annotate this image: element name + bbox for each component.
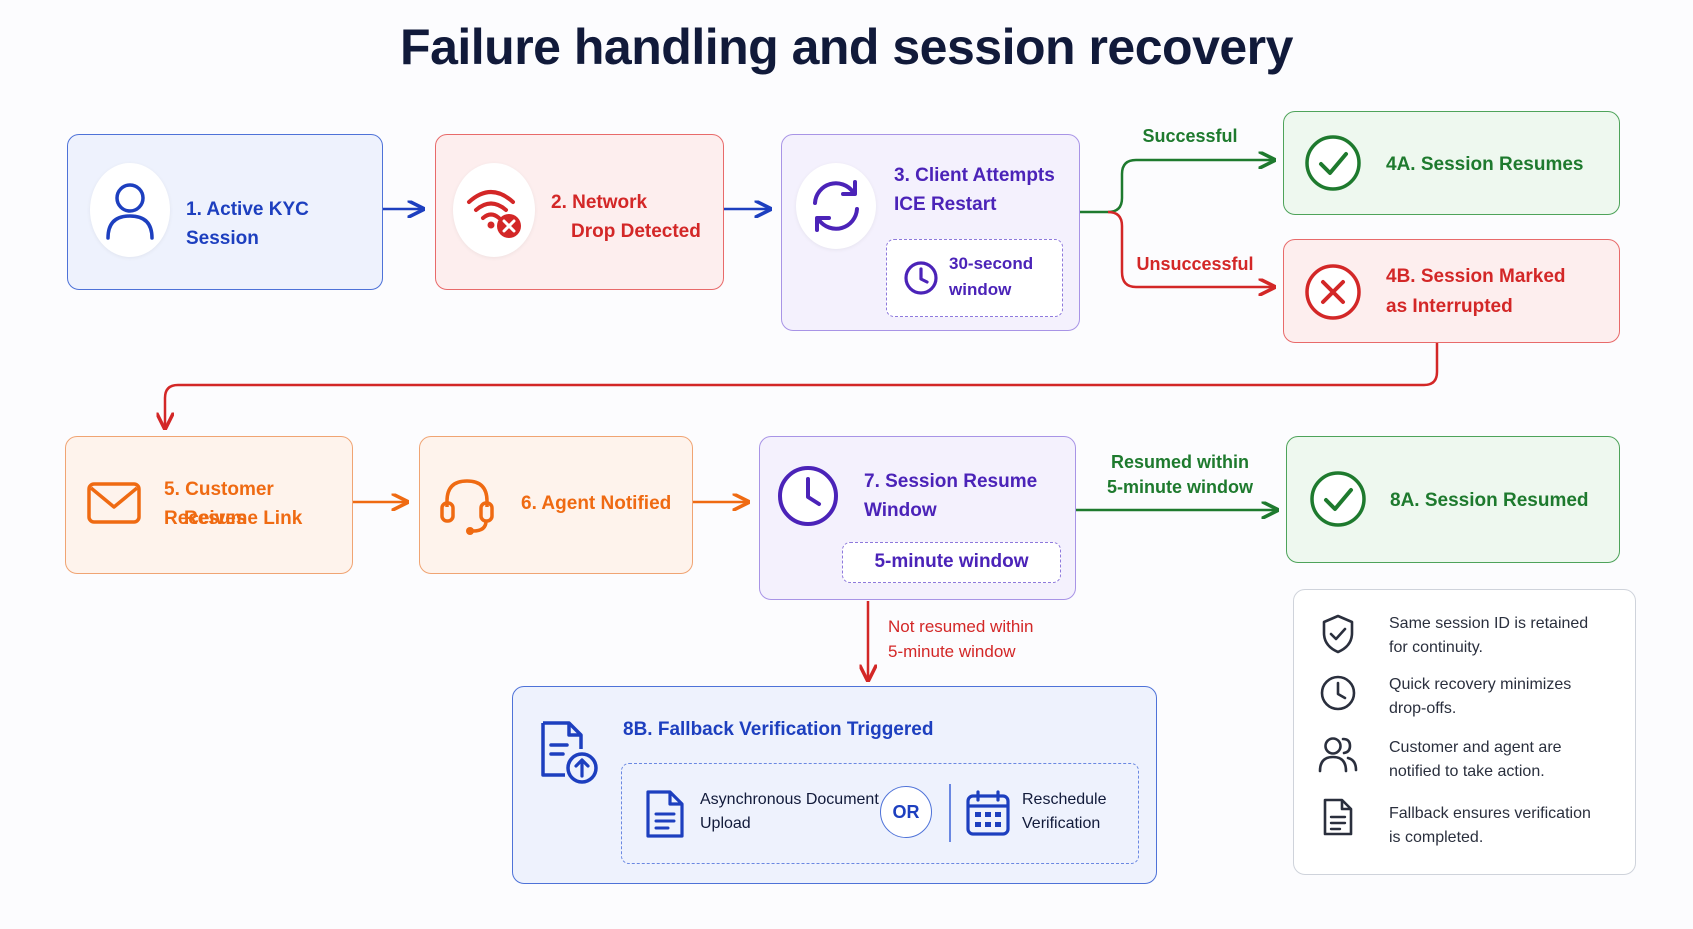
x-circle-icon xyxy=(1302,261,1364,323)
note-2-line1: Quick recovery minimizes xyxy=(1389,676,1572,693)
option1-line1: Asynchronous Document xyxy=(700,791,879,808)
node-label-line1: 7. Session Resume xyxy=(864,471,1038,492)
note-3-line2: notified to take action. xyxy=(1389,763,1545,780)
node-fallback-verification: 8B. Fallback Verification Triggered Asyn… xyxy=(512,686,1157,884)
note-4-line1: Fallback ensures verification xyxy=(1389,805,1591,822)
edge-label-resumed: Resumed within 5-minute window xyxy=(1095,450,1265,500)
window-label-line2: window xyxy=(949,280,1012,299)
window-label-line1: 30-second xyxy=(949,254,1034,273)
node-session-resumes: 4A. Session Resumes xyxy=(1283,111,1620,215)
edge-label-unsuccessful: Unsuccessful xyxy=(1136,254,1254,274)
wifi-off-icon xyxy=(453,163,535,257)
node-label: 4A. Session Resumes xyxy=(1386,154,1584,175)
diagram-title: Failure handling and session recovery xyxy=(400,19,1293,75)
shield-check-icon xyxy=(1318,612,1358,656)
edge-label-resumed-line2: 5-minute window xyxy=(1107,477,1253,497)
edge-label-not-resumed-line1: Not resumed within xyxy=(888,617,1034,636)
edge-label-resumed-line1: Resumed within xyxy=(1110,452,1249,472)
mail-icon xyxy=(81,475,147,531)
node-label-line1: 3. Client Attempts xyxy=(894,165,1055,186)
node-client-ice-restart: 3. Client Attempts ICE Restart 30-second… xyxy=(781,134,1080,331)
node-label-line2: as Interrupted xyxy=(1386,296,1513,317)
note-1-line2: for continuity. xyxy=(1389,639,1483,656)
edge-label-not-resumed-line2: 5-minute window xyxy=(888,642,1016,661)
note-1-line1: Same session ID is retained xyxy=(1389,615,1589,632)
ice-restart-window: 30-second window xyxy=(886,239,1063,317)
note-3-line1: Customer and agent are xyxy=(1389,739,1562,756)
user-icon xyxy=(90,163,170,257)
node-network-drop-detected: 2. Network Drop Detected xyxy=(435,134,724,290)
node-label-line1: 5. Customer Receives xyxy=(164,479,274,529)
edge-4b-5 xyxy=(165,342,1439,428)
node-label-line2: Drop Detected xyxy=(571,221,701,242)
or-label: OR xyxy=(892,801,920,822)
node-label-line2: ICE Restart xyxy=(894,194,997,215)
option2-line2: Verification xyxy=(1022,815,1101,832)
node-label-line1: 4B. Session Marked xyxy=(1386,266,1566,287)
resume-window-badge: 5-minute window xyxy=(842,542,1061,583)
document-icon xyxy=(1320,796,1356,838)
edge-label-successful: Successful xyxy=(1142,126,1238,146)
fallback-options: Asynchronous Document Upload OR Reschedu… xyxy=(621,763,1139,864)
node-label: 8A. Session Resumed xyxy=(1390,490,1589,511)
document-icon xyxy=(642,788,688,840)
option2-line1: Reschedule xyxy=(1022,791,1107,808)
node-session-resumed: 8A. Session Resumed xyxy=(1286,436,1620,563)
node-label: 1. Active KYC Session xyxy=(186,199,309,249)
options-separator xyxy=(949,784,951,842)
node-customer-resume-link: 5. Customer Receives Resume Link xyxy=(65,436,353,574)
edge-3-4a xyxy=(1080,160,1274,214)
node-label: 6. Agent Notified xyxy=(521,493,672,514)
users-icon xyxy=(1316,733,1360,775)
document-upload-icon xyxy=(535,717,601,787)
resume-window-label: 5-minute window xyxy=(874,551,1029,572)
node-label: 8B. Fallback Verification Triggered xyxy=(623,719,934,740)
clock-icon xyxy=(775,463,841,529)
node-agent-notified: 6. Agent Notified xyxy=(419,436,693,574)
node-label-line1: 2. Network xyxy=(551,192,648,213)
note-2-line2: drop-offs. xyxy=(1389,700,1457,717)
calendar-icon xyxy=(964,788,1012,838)
refresh-icon xyxy=(796,163,876,249)
node-session-resume-window: 7. Session Resume Window 5-minute window xyxy=(759,436,1076,600)
clock-icon xyxy=(1318,672,1358,714)
edge-3-4b xyxy=(1107,210,1274,287)
notes-panel: Same session ID is retained for continui… xyxy=(1293,589,1636,875)
node-label-line2: Window xyxy=(864,500,937,521)
node-session-interrupted: 4B. Session Marked as Interrupted xyxy=(1283,239,1620,343)
clock-icon xyxy=(901,258,941,298)
edge-label-not-resumed: Not resumed within 5-minute window xyxy=(888,614,1068,664)
or-divider: OR xyxy=(880,786,932,838)
node-label-line2: Resume Link xyxy=(184,508,303,529)
option1-line2: Upload xyxy=(700,815,751,832)
note-4-line2: is completed. xyxy=(1389,829,1484,846)
check-circle-icon xyxy=(1302,132,1364,194)
node-active-kyc-session: 1. Active KYC Session xyxy=(67,134,383,290)
headset-icon xyxy=(430,463,504,549)
check-circle-icon xyxy=(1307,468,1369,530)
